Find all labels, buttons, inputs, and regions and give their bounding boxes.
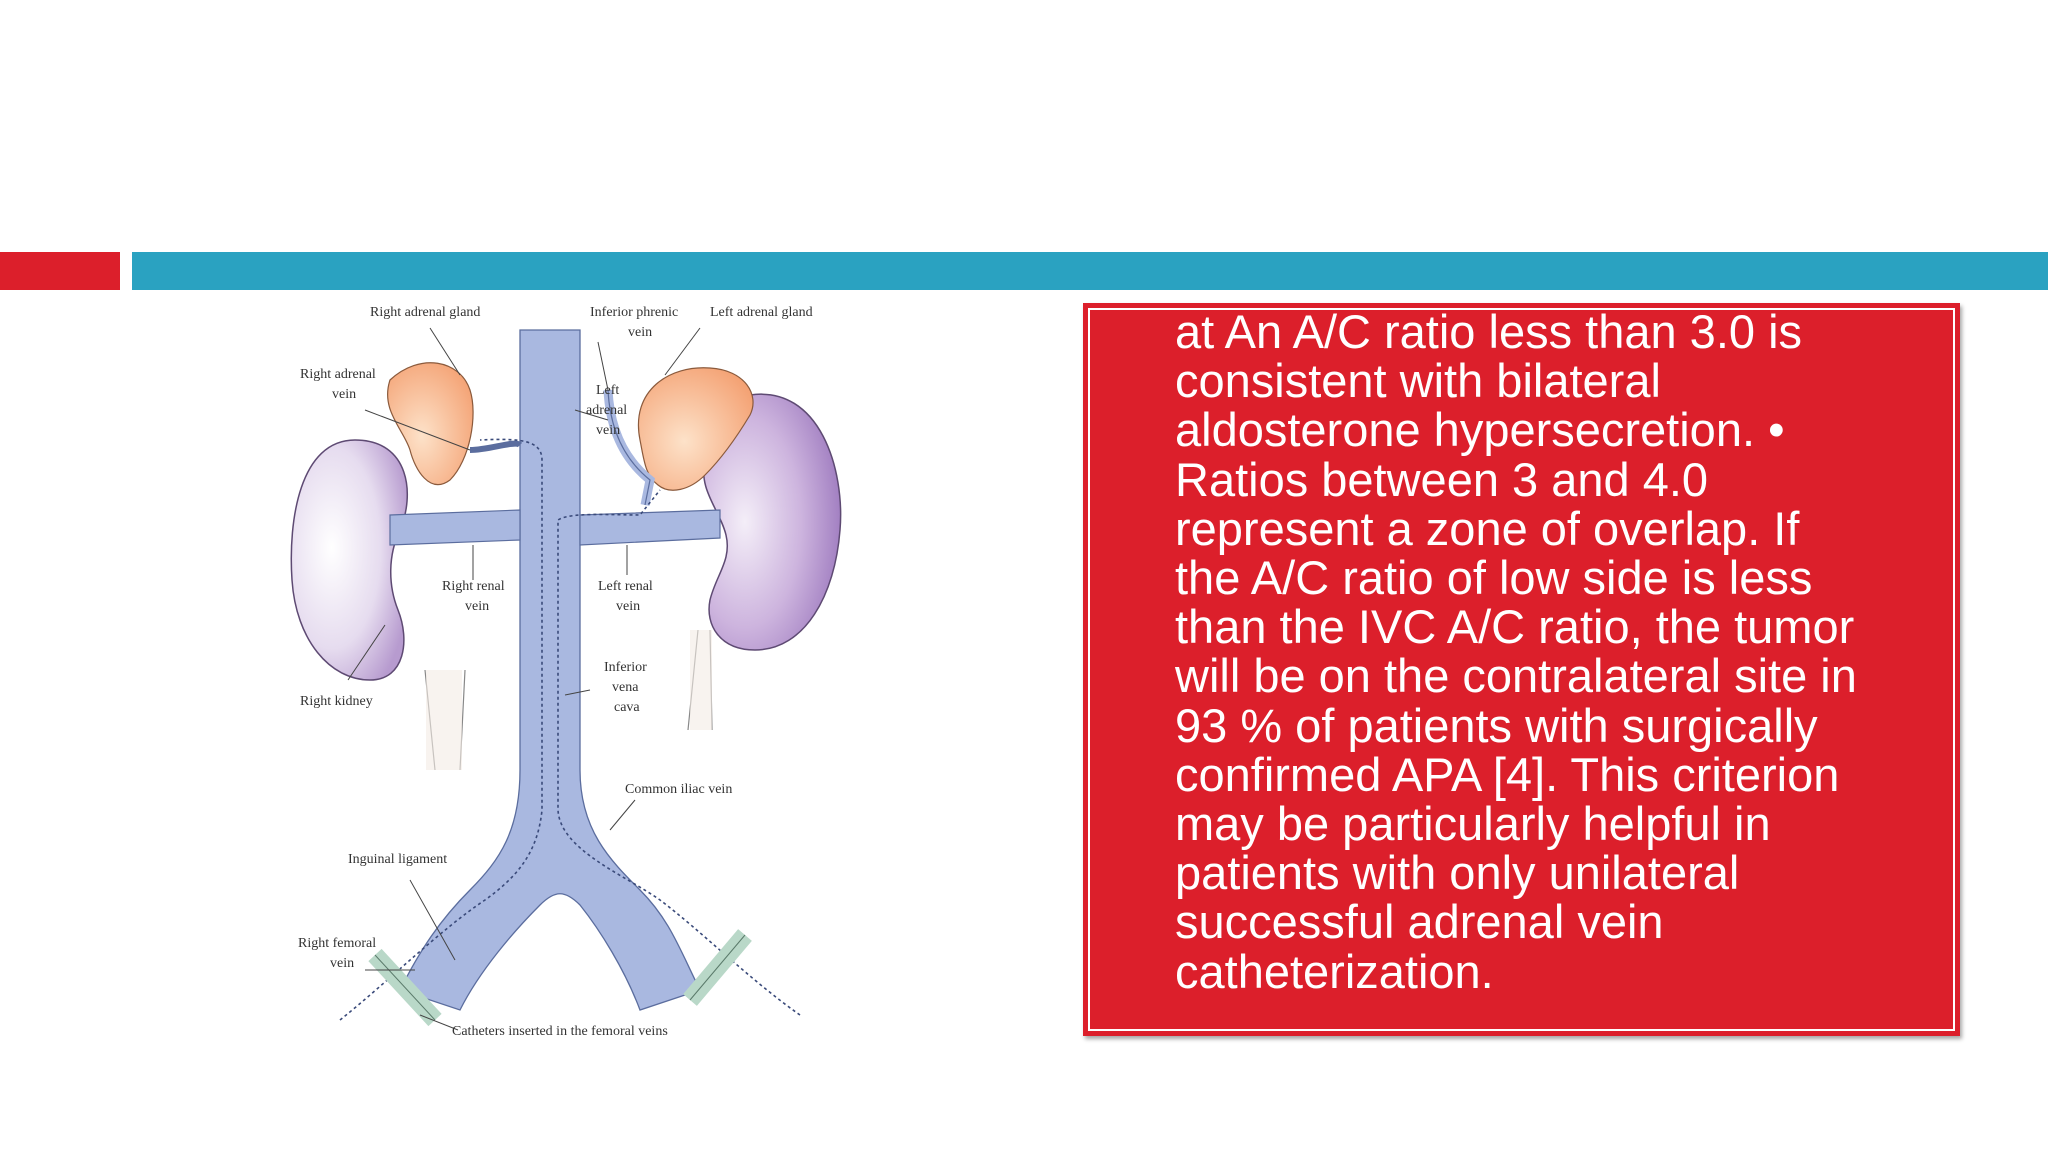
- label-left-adrenal-vein-3: vein: [596, 423, 620, 438]
- label-left-adrenal-vein-2: adrenal: [586, 403, 627, 418]
- label-left-renal-vein: Left renal: [598, 579, 653, 594]
- header-bar-teal: [132, 252, 2048, 290]
- label-right-femoral-vein: Right femoral: [298, 936, 376, 951]
- header-bar-red: [0, 252, 120, 290]
- right-adrenal-gland-shape: [387, 362, 474, 486]
- label-ivc: Inferior: [604, 660, 647, 675]
- label-left-adrenal-gland: Left adrenal gland: [710, 305, 813, 320]
- label-left-renal-vein-2: vein: [616, 599, 640, 614]
- right-kidney-shape: [290, 439, 409, 681]
- inferior-vena-cava-shape: [399, 329, 701, 1011]
- left-adrenal-gland-shape: [637, 367, 754, 491]
- label-ivc-2: vena: [612, 680, 639, 695]
- label-inferior-phrenic-vein: vein: [628, 325, 652, 340]
- label-right-femoral-vein-2: vein: [330, 956, 354, 971]
- label-right-adrenal-vein-2: vein: [332, 387, 356, 402]
- label-inferior-phrenic: Inferior phrenic: [590, 305, 678, 320]
- label-inguinal-ligament: Inguinal ligament: [348, 852, 447, 867]
- callout-border: [1088, 308, 1955, 1031]
- label-right-kidney: Right kidney: [300, 694, 373, 709]
- label-right-adrenal-vein: Right adrenal: [300, 367, 376, 382]
- right-renal-vein-shape: [389, 509, 521, 546]
- label-right-renal-vein-2: vein: [465, 599, 489, 614]
- adrenal-vein-diagram: Right adrenal gland Inferior phrenic vei…: [280, 290, 860, 1060]
- label-right-adrenal-gland: Right adrenal gland: [370, 305, 480, 320]
- callout-box: at An A/C ratio less than 3.0 is consist…: [1083, 303, 1960, 1036]
- label-ivc-3: cava: [614, 700, 640, 715]
- callout-text: at An A/C ratio less than 3.0 is consist…: [1175, 305, 1857, 998]
- label-right-renal-vein: Right renal: [442, 579, 505, 594]
- label-catheters: Catheters inserted in the femoral veins: [452, 1024, 668, 1039]
- label-common-iliac-vein: Common iliac vein: [625, 782, 732, 797]
- label-left-adrenal-vein: Left: [596, 383, 619, 398]
- left-renal-vein-shape: [579, 509, 721, 546]
